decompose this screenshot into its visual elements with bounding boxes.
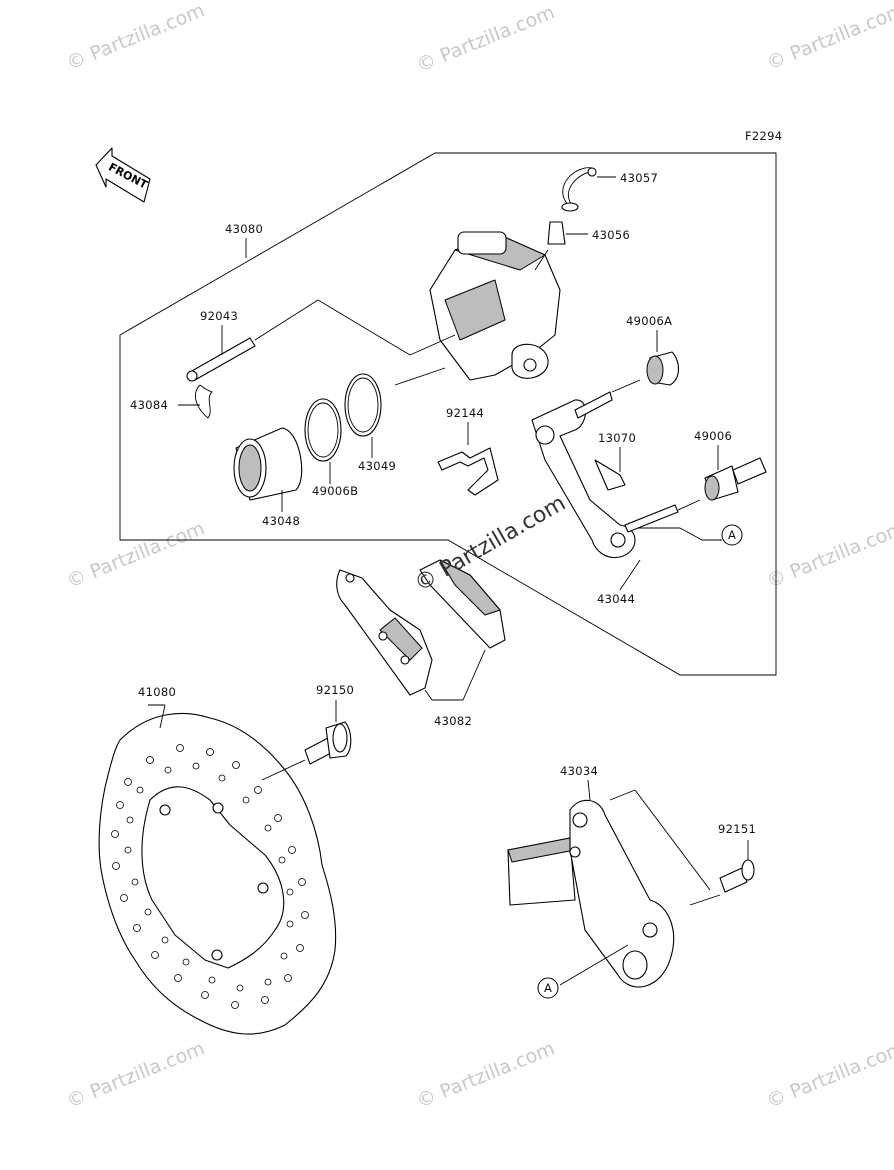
part-label-49006A: 49006A (626, 314, 672, 328)
bracket-bolt (719, 859, 755, 893)
bleeder-valve (547, 167, 597, 245)
part-label-43048: 43048 (262, 514, 300, 528)
part-label-43082: 43082 (434, 714, 472, 728)
watermark: © Partzilla.com (64, 1037, 208, 1112)
callout-a: A (544, 981, 552, 995)
watermark: © Partzilla.com (64, 0, 208, 75)
caliper-bracket (531, 391, 679, 559)
caliper-mount-bracket (507, 799, 675, 988)
caliper-assembly-outline (119, 152, 777, 676)
part-label-13070: 13070 (598, 431, 636, 445)
part-label-49006B: 49006B (312, 484, 358, 498)
front-arrow-icon: FRONT (95, 147, 151, 203)
part-label-92151: 92151 (718, 822, 756, 836)
brake-pads (336, 559, 506, 696)
watermark: © Partzilla.com (764, 1037, 894, 1112)
part-label-43057: 43057 (620, 171, 658, 185)
caliper-body (429, 231, 561, 381)
part-label-43044: 43044 (597, 592, 635, 606)
part-label-92150: 92150 (316, 683, 354, 697)
part-label-43080: 43080 (225, 222, 263, 236)
piston-seal (304, 398, 342, 462)
dust-seal (344, 373, 382, 437)
watermark: © Partzilla.com (764, 0, 894, 75)
boot-49006 (704, 457, 767, 501)
part-label-43084: 43084 (130, 398, 168, 412)
part-label-43049: 43049 (358, 459, 396, 473)
part-label-43034: 43034 (560, 764, 598, 778)
anti-rattle-spring (437, 447, 499, 496)
callout-a-circle (721, 524, 743, 546)
watermark: © Partzilla.com (64, 517, 208, 592)
part-label-49006: 49006 (694, 429, 732, 443)
part-label-41080: 41080 (138, 685, 176, 699)
boot-49006A (646, 351, 680, 386)
caliper-piston (233, 427, 303, 501)
watermark: © Partzilla.com (414, 1037, 558, 1112)
callout-a-circle (537, 977, 559, 999)
center-watermark: © Partzilla.com (411, 491, 571, 598)
brake-disc (98, 712, 337, 1035)
disc-holes (111, 744, 309, 1009)
part-label-92144: 92144 (446, 406, 484, 420)
pin-clip (195, 384, 213, 419)
slide-pin (186, 337, 256, 382)
callout-a: A (728, 528, 736, 542)
diagram-code: F2294 (745, 129, 782, 143)
part-label-43056: 43056 (592, 228, 630, 242)
watermark: © Partzilla.com (414, 1, 558, 76)
watermark: © Partzilla.com (764, 517, 894, 592)
part-label-92043: 92043 (200, 309, 238, 323)
disc-bolt (304, 721, 352, 765)
